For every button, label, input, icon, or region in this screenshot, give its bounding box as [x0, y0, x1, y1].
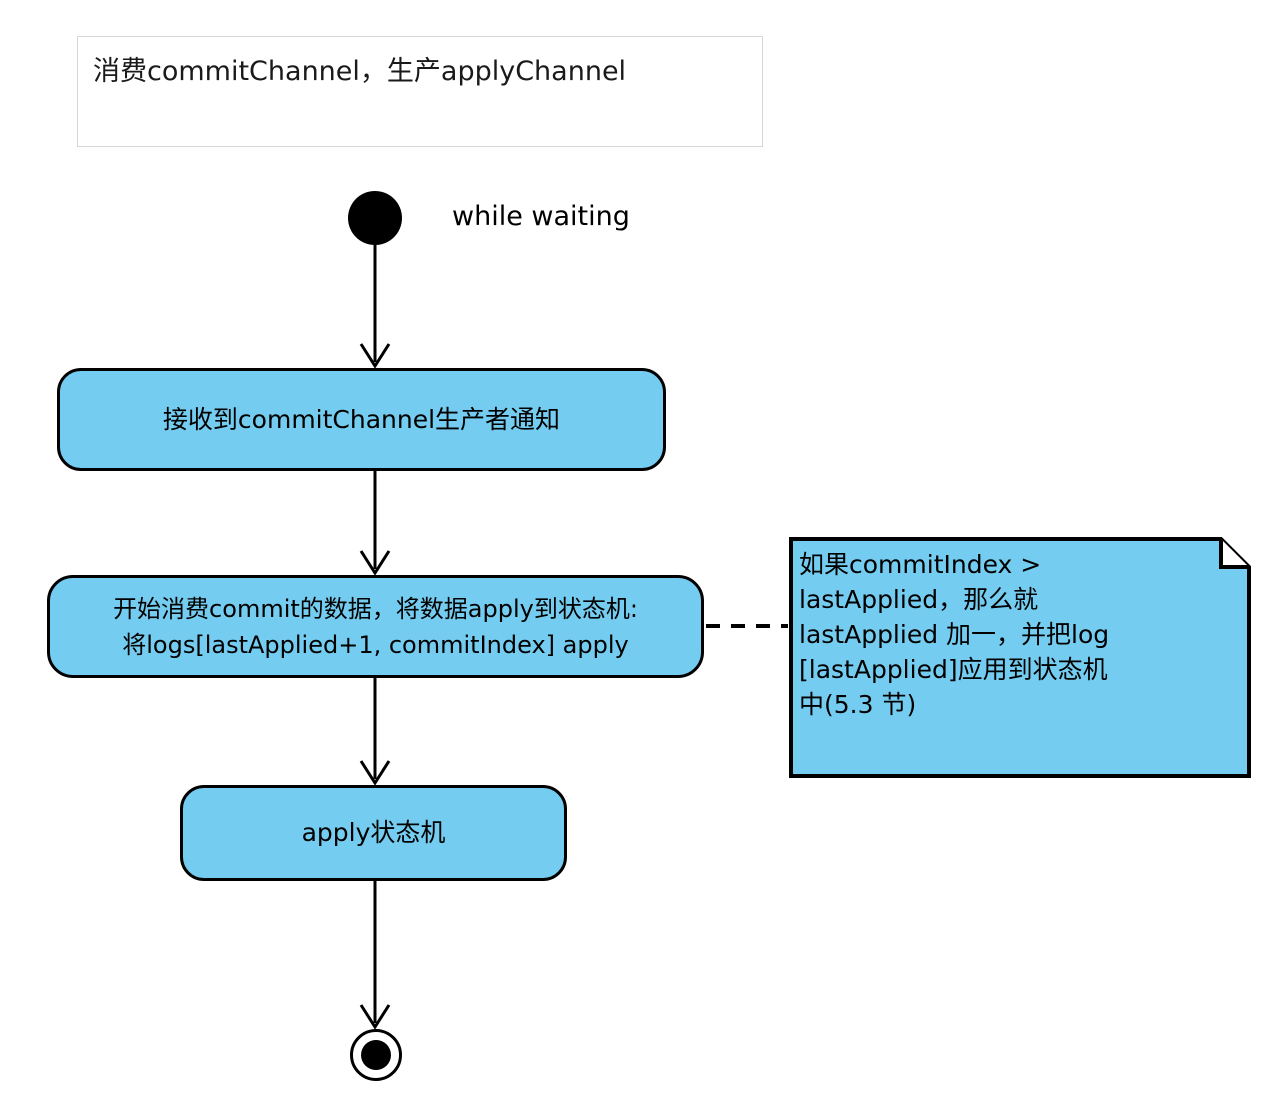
edge-consume-to-apply [359, 678, 391, 786]
activity-receive-commit-notify[interactable]: 接收到commitChannel生产者通知 [57, 368, 666, 471]
start-guard-label: while waiting [452, 201, 630, 232]
activity-label: 接收到commitChannel生产者通知 [162, 404, 561, 434]
edge-apply-to-end [359, 881, 391, 1030]
final-node[interactable] [350, 1029, 402, 1081]
edge-receive-to-consume [359, 471, 391, 576]
activity-consume-commit-data[interactable]: 开始消费commit的数据，将数据apply到状态机: 将logs[lastAp… [47, 575, 704, 678]
note-text: 如果commitIndex > lastApplied，那么就 lastAppl… [799, 550, 1110, 719]
edge-start-to-receive [359, 245, 391, 369]
note-shape [789, 537, 1251, 778]
activity-label: 开始消费commit的数据，将数据apply到状态机: 将logs[lastAp… [113, 594, 638, 659]
note-commit-index-rule[interactable]: 如果commitIndex > lastApplied，那么就 lastAppl… [789, 537, 1251, 778]
diagram-title-text: 消费commitChannel，生产applyChannel [93, 56, 627, 87]
diagram-title-box: 消费commitChannel，生产applyChannel [77, 36, 763, 147]
initial-node[interactable] [348, 191, 402, 245]
activity-apply-state-machine[interactable]: apply状态机 [180, 785, 567, 881]
activity-label: apply状态机 [301, 818, 446, 847]
